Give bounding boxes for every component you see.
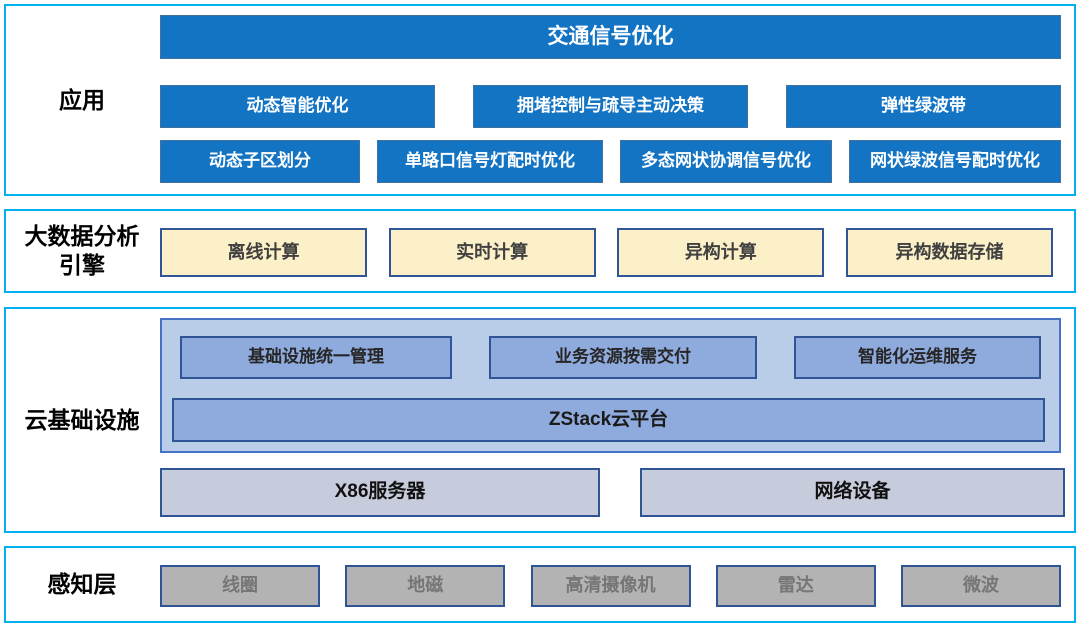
traffic-signal-optimization-label: 交通信号优化 [547, 25, 674, 49]
bigdata-engine-label-line2: 引擎 [59, 252, 105, 278]
single-intersection-timing-box: 单路口信号灯配时优化 [377, 140, 603, 183]
infrastructure-unified-management-label: 基础设施统一管理 [248, 347, 384, 367]
section-bigdata-engine: 大数据分析 引擎 离线计算 实时计算 异构计算 异构数据存储 [4, 209, 1076, 293]
traffic-signal-optimization-box: 交通信号优化 [160, 15, 1061, 59]
cloud-services-row: 基础设施统一管理 业务资源按需交付 智能化运维服务 [180, 336, 1041, 379]
multi-network-coordination-label: 多态网状协调信号优化 [641, 151, 811, 171]
bigdata-engine-label-line1: 大数据分析 [24, 223, 140, 250]
section-perception-layer: 感知层 线圈 地磁 高清摄像机 雷达 微波 [4, 546, 1076, 623]
bigdata-engine-label: 大数据分析 引擎 [6, 211, 158, 291]
intelligent-ops-service-label: 智能化运维服务 [858, 347, 977, 367]
elastic-green-wave-box: 弹性绿波带 [786, 85, 1061, 128]
business-resource-on-demand-box: 业务资源按需交付 [489, 336, 757, 379]
loop-coil-label: 线圈 [222, 575, 258, 596]
offline-computing-label: 离线计算 [227, 241, 300, 262]
cloud-infrastructure-label-text: 云基础设施 [24, 406, 140, 433]
elastic-green-wave-label: 弹性绿波带 [881, 96, 966, 116]
grid-green-wave-timing-box: 网状绿波信号配时优化 [849, 140, 1061, 183]
bigdata-row: 离线计算 实时计算 异构计算 异构数据存储 [160, 228, 1053, 277]
grid-green-wave-timing-label: 网状绿波信号配时优化 [870, 151, 1040, 171]
congestion-control-decision-box: 拥堵控制与疏导主动决策 [473, 85, 748, 128]
geomagnetic-label: 地磁 [407, 575, 444, 596]
hd-camera-label: 高清摄像机 [565, 575, 656, 596]
application-row-3: 动态子区划分 单路口信号灯配时优化 多态网状协调信号优化 网状绿波信号配时优化 [160, 140, 1061, 183]
intelligent-ops-service-box: 智能化运维服务 [794, 336, 1041, 379]
radar-box: 雷达 [715, 565, 876, 607]
multi-network-coordination-box: 多态网状协调信号优化 [620, 140, 832, 183]
microwave-label: 微波 [963, 575, 999, 596]
hd-camera-box: 高清摄像机 [530, 565, 691, 607]
network-device-box: 网络设备 [640, 468, 1065, 517]
cloud-infrastructure-label: 云基础设施 [6, 309, 158, 531]
heterogeneous-data-storage-box: 异构数据存储 [845, 228, 1053, 277]
x86-server-label: X86服务器 [334, 481, 426, 503]
congestion-control-decision-label: 拥堵控制与疏导主动决策 [517, 96, 704, 116]
dynamic-intelligent-optimization-box: 动态智能优化 [160, 85, 435, 128]
radar-label: 雷达 [777, 575, 814, 596]
dynamic-subzone-division-box: 动态子区划分 [160, 140, 360, 183]
hardware-row: X86服务器 网络设备 [160, 468, 1065, 517]
section-application: 应用 交通信号优化 动态智能优化 拥堵控制与疏导主动决策 弹性绿波带 动态子区划… [4, 4, 1076, 196]
microwave-box: 微波 [901, 565, 1061, 607]
offline-computing-box: 离线计算 [160, 228, 367, 277]
dynamic-intelligent-optimization-label: 动态智能优化 [246, 96, 349, 116]
perception-row: 线圈 地磁 高清摄像机 雷达 微波 [160, 565, 1061, 607]
application-layer-label: 应用 [6, 6, 158, 194]
dynamic-subzone-division-label: 动态子区划分 [209, 151, 311, 171]
application-row-2: 动态智能优化 拥堵控制与疏导主动决策 弹性绿波带 [160, 85, 1061, 128]
perception-layer-label: 感知层 [6, 548, 158, 621]
infrastructure-unified-management-box: 基础设施统一管理 [180, 336, 452, 379]
loop-coil-box: 线圈 [160, 565, 320, 607]
business-resource-on-demand-label: 业务资源按需交付 [555, 347, 691, 367]
application-layer-label-text: 应用 [59, 86, 105, 113]
single-intersection-timing-label: 单路口信号灯配时优化 [405, 151, 575, 171]
network-device-label: 网络设备 [814, 481, 891, 503]
heterogeneous-computing-label: 异构计算 [684, 241, 757, 262]
x86-server-box: X86服务器 [160, 468, 600, 517]
perception-layer-label-text: 感知层 [47, 571, 117, 598]
realtime-computing-box: 实时计算 [388, 228, 596, 277]
heterogeneous-data-storage-label: 异构数据存储 [895, 241, 1004, 262]
geomagnetic-box: 地磁 [345, 565, 506, 607]
zstack-cloud-platform-label: ZStack云平台 [548, 408, 669, 430]
section-cloud-infrastructure: 云基础设施 基础设施统一管理 业务资源按需交付 智能化运维服务 ZStack云平… [4, 307, 1076, 533]
zstack-cloud-platform-box: ZStack云平台 [172, 398, 1045, 442]
realtime-computing-label: 实时计算 [456, 241, 529, 262]
heterogeneous-computing-box: 异构计算 [617, 228, 825, 277]
cloud-platform-container: 基础设施统一管理 业务资源按需交付 智能化运维服务 ZStack云平台 [160, 318, 1061, 453]
